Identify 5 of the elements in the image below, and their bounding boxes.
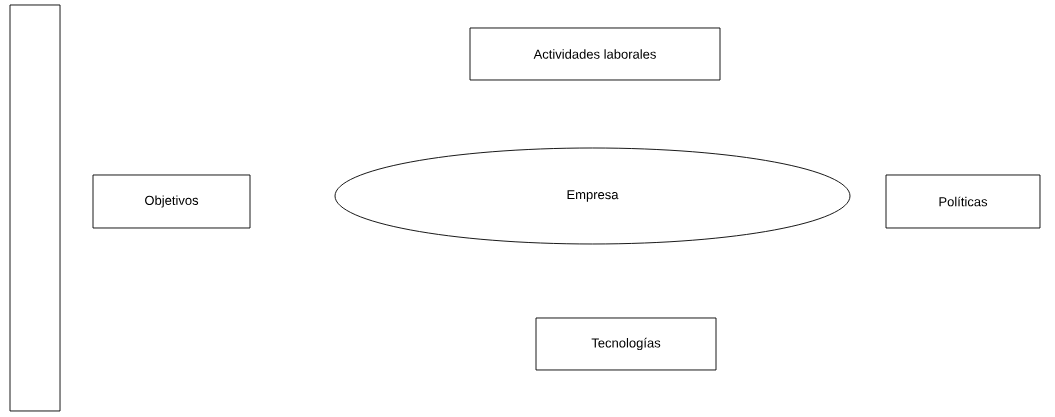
tall-bar: [9, 4, 61, 412]
label-box: Actividades laborales: [469, 27, 721, 81]
label-box: Políticas: [885, 174, 1041, 229]
label-box: Tecnologías: [535, 317, 717, 371]
label-box: Objetivos: [92, 174, 251, 229]
